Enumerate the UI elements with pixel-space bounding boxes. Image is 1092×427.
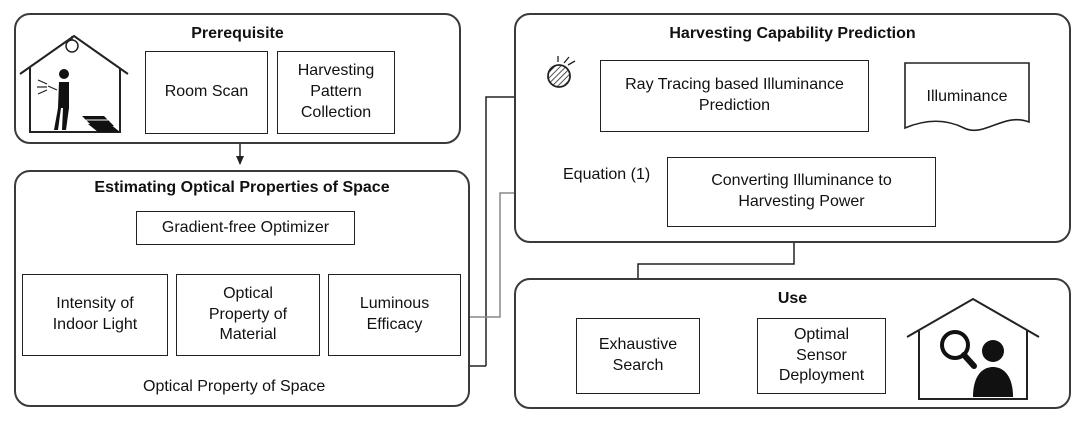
converting-box: Converting Illuminance to Harvesting Pow…	[667, 157, 936, 227]
intensity-indoor-light-box: Intensity of Indoor Light	[22, 274, 168, 356]
optimal-sensor-deployment-box: Optimal Sensor Deployment	[757, 318, 886, 394]
room-scan-box: Room Scan	[145, 51, 268, 134]
exhaustive-search-box: Exhaustive Search	[576, 318, 700, 394]
person-with-flashlight	[54, 69, 69, 130]
gradient-free-optimizer-box: Gradient-free Optimizer	[136, 211, 355, 245]
magnifier-icon	[940, 330, 977, 369]
estimating-title: Estimating Optical Properties of Space	[94, 179, 390, 196]
optical-property-material-box: Optical Property of Material	[176, 274, 320, 356]
use-title: Use	[777, 290, 808, 307]
lightbulb-icon	[65, 36, 79, 53]
harvesting-title: Harvesting Capability Prediction	[669, 25, 916, 42]
harvesting-pattern-box: Harvesting Pattern Collection	[277, 51, 395, 134]
flashlight-icon	[37, 79, 58, 95]
illuminance-document-shape	[904, 62, 1030, 132]
house-person-icon	[19, 34, 129, 133]
equation-label: Equation (1)	[563, 166, 651, 183]
solar-panel-icon	[82, 116, 120, 132]
optical-property-space-label: Optical Property of Space	[143, 378, 326, 395]
house-search-icon	[906, 297, 1040, 400]
person-silhouette-icon	[973, 340, 1013, 397]
luminous-efficacy-box: Luminous Efficacy	[328, 274, 461, 356]
sun-globe-icon	[547, 56, 576, 88]
prerequisite-title: Prerequisite	[191, 25, 284, 42]
ray-tracing-box: Ray Tracing based Illuminance Prediction	[600, 60, 869, 132]
illuminance-label: Illuminance	[926, 88, 1008, 105]
house-outline	[19, 34, 129, 133]
